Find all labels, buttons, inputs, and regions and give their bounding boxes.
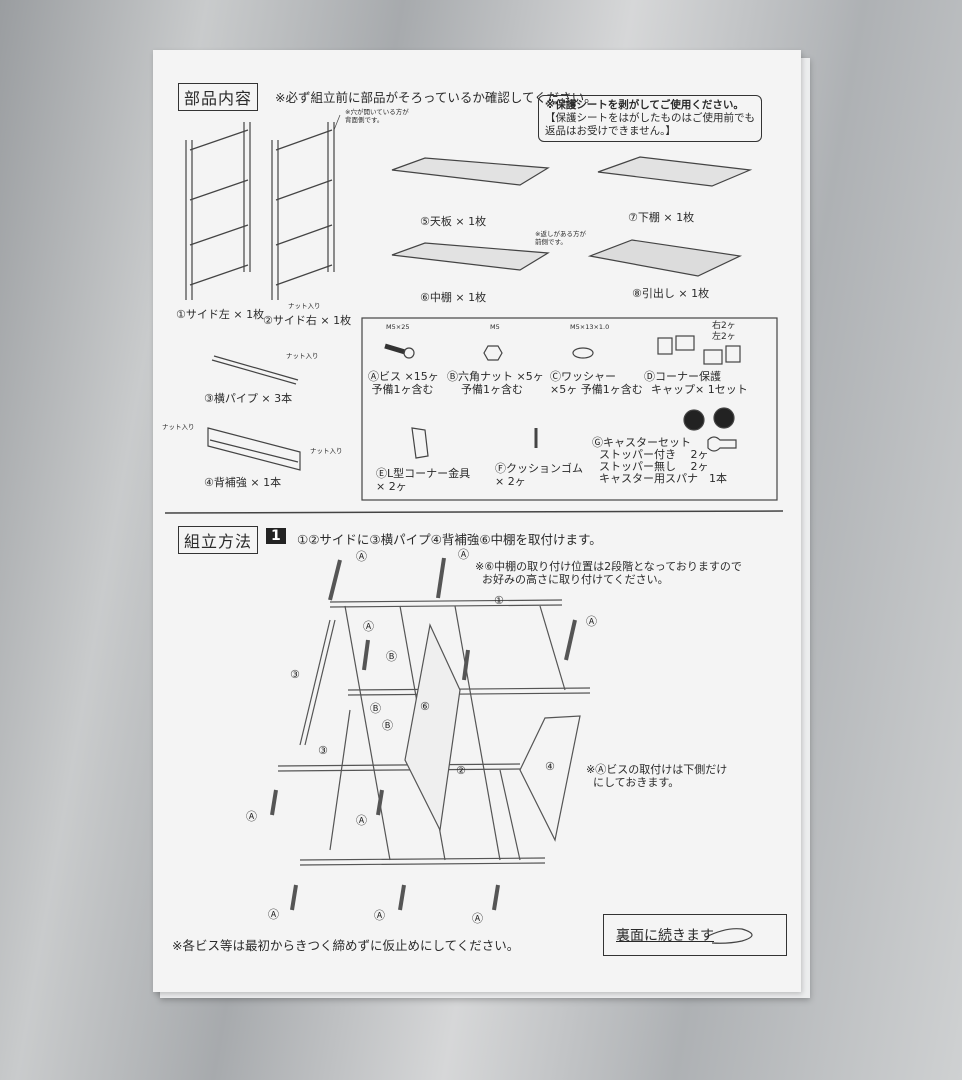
callout-a: Ⓐ (472, 912, 483, 925)
callout-2: ② (456, 764, 466, 777)
top-board-drawing (391, 157, 550, 186)
hex-nut-drawing (483, 345, 503, 361)
continue-on-back-box: 裏面に続きます (603, 914, 787, 956)
protective-sheet-note: ※保護シートを剥がしてご使用ください。【保護シートをはがしたものはご使用前でも返… (538, 95, 762, 142)
callout-a: Ⓐ (586, 615, 597, 628)
callout-b: Ⓑ (386, 650, 397, 663)
nut-label: ナット入り (310, 447, 343, 455)
part-label: ②サイド右 × 1枚 (263, 314, 352, 327)
horizontal-pipe-drawing (211, 355, 299, 385)
spanner-drawing (707, 436, 737, 452)
assembly-diagram (270, 557, 591, 911)
callout-3: ③ (318, 744, 328, 757)
side-left-drawing (185, 122, 251, 300)
hardware-item: Ⓒワッシャー×5ヶ 予備1ヶ含む (550, 370, 643, 396)
corner-cap-drawing (657, 337, 673, 355)
hardware-item: Ⓓコーナー保護 キャップ× 1セット (644, 370, 748, 396)
callout-a: Ⓐ (356, 814, 367, 827)
middle-shelf-drawing (391, 242, 550, 271)
return-note: ※返しがある方が前側です。 (535, 230, 586, 246)
bottom-note: ※各ビス等は最初からきつく締めずに仮止めにしてください。 (172, 938, 520, 953)
back-brace-drawing (207, 427, 301, 471)
side-right-drawing (271, 114, 341, 300)
section-divider (164, 510, 784, 514)
screw-note: ※Ⓐビスの取付けは下側だけ にしておきます。 (586, 763, 728, 789)
instruction-sheet (153, 50, 801, 992)
nut-label: ナット入り (286, 352, 319, 360)
callout-b: Ⓑ (382, 719, 393, 732)
hardware-item: Ⓖキャスターセット ストッパー付き 2ヶ ストッパー無し 2ヶ キャスター用スパ… (592, 436, 727, 485)
hardware-item: Ⓑ六角ナット ×5ヶ 予備1ヶ含む (447, 370, 544, 396)
part-label: ③横パイプ × 3本 (204, 392, 293, 405)
corner-cap-count: 右2ヶ左2ヶ (712, 321, 736, 342)
callout-a: Ⓐ (374, 909, 385, 922)
hardware-item: Ⓐビス ×15ヶ 予備1ヶ含む (368, 370, 439, 396)
nut-label: ナット入り (288, 302, 321, 310)
hardware-item: Ⓕクッションゴム× 2ヶ (495, 462, 583, 488)
nut-label: ナット入り (162, 423, 195, 431)
hardware-item: ⒺL型コーナー金具× 2ヶ (376, 467, 471, 493)
callout-4: ④ (545, 760, 555, 773)
hardware-box (361, 317, 778, 501)
part-label: ⑥中棚 × 1枚 (420, 291, 487, 304)
caster-drawing (683, 409, 705, 431)
step-text: ①②サイドに③横パイプ④背補強⑥中棚を取付けます。 (297, 532, 602, 547)
bottom-shelf-drawing (597, 156, 753, 187)
screw-drawing (384, 343, 406, 355)
callout-a: Ⓐ (356, 550, 367, 563)
shelf-position-note: ※⑥中棚の取り付け位置は2段階となっておりますので お好みの高さに取り付けてくだ… (475, 560, 742, 586)
return-arrow-icon (705, 928, 753, 944)
check-note: ※必ず組立前に部品がそろっているか確認してください。 (275, 90, 597, 105)
part-label: ④背補強 × 1本 (204, 476, 282, 489)
callout-6: ⑥ (420, 700, 430, 713)
callout-a: Ⓐ (246, 810, 257, 823)
callout-a: Ⓐ (458, 548, 469, 561)
part-label: ⑧引出し × 1枚 (632, 287, 710, 300)
part-label: ⑦下棚 × 1枚 (628, 211, 695, 224)
callout-1: ① (494, 594, 504, 607)
part-label: ①サイド左 × 1枚 (176, 308, 265, 321)
hardware-spec: M5×13×1.0 (570, 323, 610, 331)
step-number: 1 (266, 528, 286, 544)
hole-note: ※穴が開いている方が背面側です。 (345, 108, 409, 124)
drawer-drawing (587, 239, 743, 277)
assembly-section-title: 組立方法 (178, 526, 259, 554)
callout-a: Ⓐ (268, 908, 279, 921)
part-label: ⑤天板 × 1枚 (420, 215, 487, 228)
l-bracket-drawing (411, 427, 429, 459)
callout-3: ③ (290, 668, 300, 681)
callout-b: Ⓑ (370, 702, 381, 715)
callout-a: Ⓐ (363, 620, 374, 633)
washer-drawing (572, 347, 594, 359)
hardware-spec: M5 (490, 323, 500, 331)
hardware-spec: M5×25 (386, 323, 410, 331)
parts-section-title: 部品内容 (178, 83, 259, 111)
continue-label: 裏面に続きます (616, 928, 714, 944)
